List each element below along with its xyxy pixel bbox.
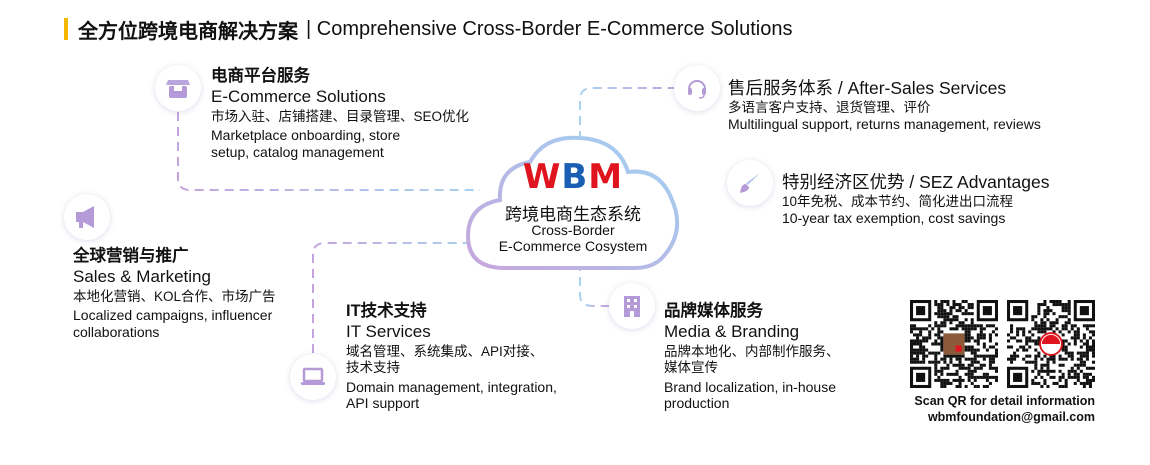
node-desc-en: Marketplace onboarding, store (211, 127, 401, 144)
node-desc-cn: 本地化营销、KOL合作、市场广告 (73, 289, 276, 305)
title-cn: 全方位跨境电商解决方案 (78, 20, 298, 43)
center-title-en: E-Commerce Cosystem (498, 238, 648, 254)
node-desc-en: Domain management, integration, (346, 378, 557, 395)
scan-qr-text: Scan QR for detail information (914, 394, 1095, 408)
node-desc-en: API support (346, 395, 420, 412)
node-marketing: 全球营销与推广 Sales & Marketing 本地化营销、KOL合作、市场… (73, 247, 276, 341)
node-heading: 特别经济区优势 / SEZ Advantages (782, 172, 1050, 192)
node-desc-cn: 品牌本地化、内部制作服务、 (664, 344, 840, 360)
contact-email[interactable]: wbmfoundation@gmail.com (927, 410, 1095, 424)
connector-ecommerce (177, 112, 480, 191)
node-desc-cn: 多语言客户支持、退货管理、评价 (728, 100, 931, 115)
wbm-logo: WBM (522, 157, 624, 197)
megaphone-icon (64, 194, 110, 240)
node-desc-cn: 10年免税、成本节约、简化进出口流程 (782, 194, 1014, 209)
laptop-icon (290, 354, 336, 400)
contact-info: Scan QR for detail information wbmfounda… (914, 393, 1095, 425)
node-title-cn: 全球营销与推广 (73, 247, 189, 265)
node-desc-en: Localized campaigns, influencer (73, 307, 273, 324)
center-title-cn: 跨境电商生态系统 (505, 205, 641, 224)
page-title: 全方位跨境电商解决方案 | Comprehensive Cross-Border… (64, 16, 793, 43)
qr-code-wbm[interactable] (1007, 300, 1095, 388)
node-title-en: Media & Branding (664, 321, 800, 341)
node-desc-en: Multilingual support, returns management… (728, 116, 1041, 133)
node-title-en: Sales & Marketing (73, 266, 211, 286)
node-desc-en: production (664, 395, 730, 412)
node-desc-en: Brand localization, in-house (664, 378, 836, 395)
node-desc-cn: 域名管理、系统集成、API对接、 (346, 344, 544, 360)
brush-icon (727, 160, 773, 206)
node-media: 品牌媒体服务 Media & Branding 品牌本地化、内部制作服务、 媒体… (664, 302, 840, 412)
connector-it (312, 242, 480, 353)
node-desc-cn: 媒体宣传 (664, 360, 718, 376)
node-title-cn: IT技术支持 (346, 302, 427, 320)
node-desc-cn: 技术支持 (346, 360, 400, 376)
node-desc-en: collaborations (73, 324, 160, 341)
storefront-icon (155, 65, 201, 111)
connector-media (579, 262, 610, 307)
node-aftersales: 售后服务体系 / After-Sales Services 多语言客户支持、退货… (728, 78, 1041, 133)
node-desc-en: 10-year tax exemption, cost savings (782, 210, 1006, 227)
title-accent-bar (64, 18, 68, 40)
node-title-en: IT Services (346, 321, 431, 341)
node-title-cn: 品牌媒体服务 (664, 302, 763, 320)
node-title-cn: 电商平台服务 (211, 67, 310, 85)
building-icon (609, 283, 655, 329)
cloud-shape (465, 135, 680, 270)
node-desc-cn: 市场入驻、店铺搭建、目录管理、SEO优化 (211, 109, 470, 125)
node-desc-en: setup, catalog management (211, 144, 384, 161)
connector-aftersales (579, 87, 675, 140)
center-title-en: Cross-Border (531, 222, 615, 238)
headset-icon (674, 65, 720, 111)
title-en: | Comprehensive Cross-Border E-Commerce … (306, 17, 793, 40)
node-heading: 售后服务体系 / After-Sales Services (728, 78, 1007, 98)
node-ecommerce: 电商平台服务 E-Commerce Solutions 市场入驻、店铺搭建、目录… (211, 67, 469, 161)
node-title-en: E-Commerce Solutions (211, 86, 386, 106)
qr-code-wechat[interactable] (910, 300, 998, 388)
node-sez: 特别经济区优势 / SEZ Advantages 10年免税、成本节约、简化进出… (782, 172, 1049, 227)
node-it: IT技术支持 IT Services 域名管理、系统集成、API对接、 技术支持… (346, 302, 557, 412)
